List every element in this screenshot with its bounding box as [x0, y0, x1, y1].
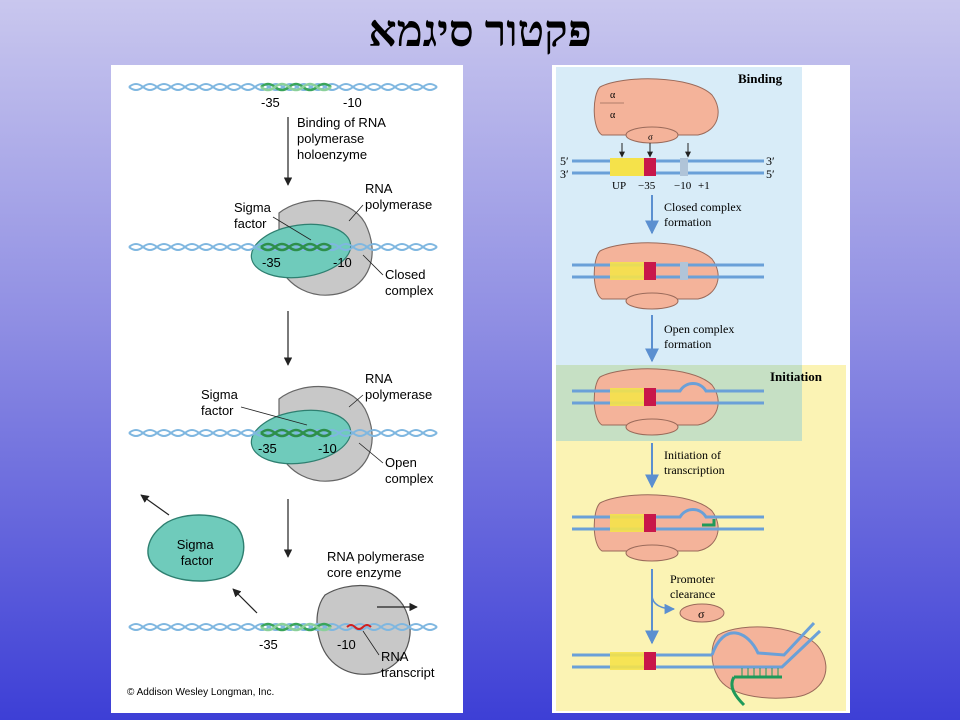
right-diagram-panel: Binding Initiation α α σ 5′ 3′ 3′ 5′ UP …: [552, 65, 850, 713]
step2-minus35-label: -35: [262, 255, 281, 270]
initiating-complex: [572, 494, 764, 562]
elongation-complex: [572, 621, 827, 707]
step4-core-label: RNA polymerase core enzyme: [327, 549, 428, 580]
closed-complex: [572, 242, 764, 310]
step1-caption: Binding of RNA polymerase holoenzyme: [297, 115, 389, 162]
minus10-label: −10: [674, 180, 692, 192]
step4-minus35-label: -35: [259, 637, 278, 652]
sigma-small-label: σ: [648, 132, 653, 142]
step3-open-label: Open complex: [385, 455, 434, 486]
dna-helix-1: [128, 82, 438, 92]
open-complex: [572, 368, 764, 436]
sigma-release-arrow-up: [140, 494, 170, 516]
step3-rnap-label: RNA polymerase: [365, 371, 432, 402]
plus1-label: +1: [698, 180, 710, 192]
promoter-clearance-label: Promoter clearance: [670, 572, 718, 601]
alpha-label-2: α: [610, 110, 616, 121]
alpha-label-1: α: [610, 90, 616, 101]
dna-helix-4: [128, 622, 438, 632]
strand-top-right: 3′: [766, 154, 775, 168]
step2-minus10-label: -10: [333, 255, 352, 270]
sigma-release-arrow-down: [232, 588, 258, 614]
strand-top-left: 5′: [560, 154, 569, 168]
binding-header: Binding: [738, 71, 783, 86]
step2-rnap-label: RNA polymerase: [365, 181, 432, 212]
slide-title: פקטור סיגמא: [368, 7, 592, 56]
free-sigma-label: Sigma factor: [177, 537, 217, 568]
free-sigma-factor: [147, 514, 245, 582]
strand-bottom-right: 5′: [766, 167, 775, 181]
open-complex-label: Open complex formation: [664, 322, 737, 351]
step3-minus10-label: -10: [318, 441, 337, 456]
step4-transcript-label: RNA transcript: [381, 649, 435, 680]
step2-sigma-label: Sigma factor: [234, 200, 274, 231]
step1-minus10-label: -10: [343, 95, 362, 110]
promoter-dna-1: [572, 158, 764, 176]
free-holoenzyme: [593, 78, 719, 144]
step2-closed-label: Closed complex: [385, 267, 434, 298]
strand-bottom-left: 3′: [560, 167, 569, 181]
copyright-note: © Addison Wesley Longman, Inc.: [127, 687, 274, 698]
minus35-label: −35: [638, 180, 656, 192]
released-sigma-label: σ: [698, 607, 705, 621]
left-diagram-panel: -35 -10 Binding of RNA polymerase holoen…: [111, 65, 463, 713]
dna-helix-3: [128, 428, 438, 438]
up-element-label: UP: [612, 180, 626, 192]
closed-complex-label: Closed complex formation: [664, 200, 745, 229]
step3-sigma-label: Sigma factor: [201, 387, 241, 418]
step4-minus10-label: -10: [337, 637, 356, 652]
step3-minus35-label: -35: [258, 441, 277, 456]
step1-minus35-label: -35: [261, 95, 280, 110]
released-sigma: [679, 603, 725, 623]
dna-helix-2: [128, 242, 438, 252]
initiation-of-transcription-label: Initiation of transcription: [664, 448, 725, 477]
initiation-header: Initiation: [770, 369, 823, 384]
